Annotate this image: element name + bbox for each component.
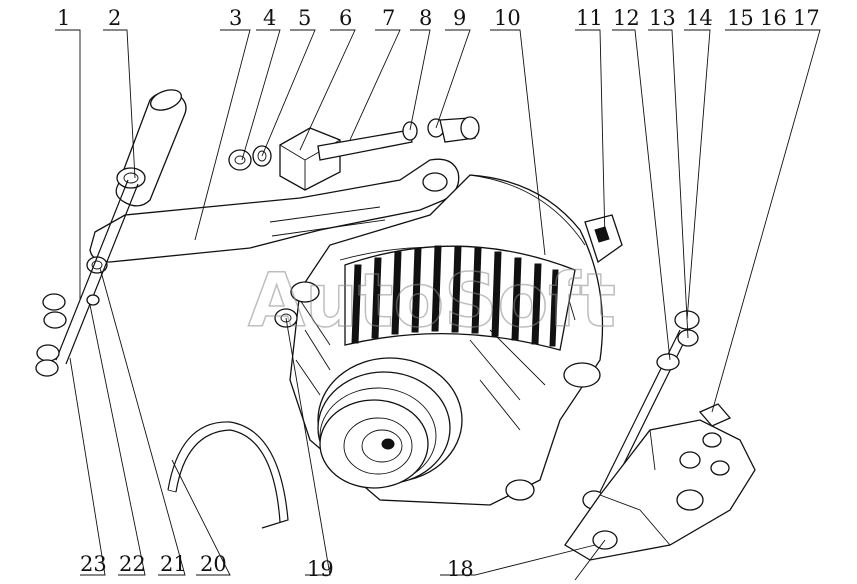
watermark-text: AutoSoft bbox=[248, 258, 616, 344]
callout-6: 6 bbox=[339, 6, 352, 30]
callout-12: 12 bbox=[613, 6, 640, 30]
pulley bbox=[317, 357, 463, 489]
callout-10: 10 bbox=[494, 6, 521, 30]
callout-9: 9 bbox=[453, 6, 466, 30]
callout-19: 19 bbox=[307, 557, 334, 581]
callout-11: 11 bbox=[576, 6, 603, 30]
drive-belt bbox=[167, 421, 289, 529]
callout-14: 14 bbox=[686, 6, 713, 30]
leader-lines bbox=[55, 29, 821, 581]
callouts-top: 1 2 3 4 5 6 7 8 9 10 11 12 13 14 15 16 1… bbox=[57, 6, 820, 30]
callout-1: 1 bbox=[57, 6, 70, 30]
callout-5: 5 bbox=[298, 6, 311, 30]
callout-15: 15 bbox=[727, 6, 754, 30]
callout-13: 13 bbox=[649, 6, 676, 30]
callout-2: 2 bbox=[108, 6, 121, 30]
callout-23: 23 bbox=[80, 552, 107, 576]
hardware-row-top bbox=[228, 116, 480, 191]
callout-16: 16 bbox=[760, 6, 787, 30]
callout-20: 20 bbox=[200, 552, 227, 576]
stator-stripes bbox=[351, 245, 559, 347]
mounting-tube bbox=[115, 89, 187, 207]
callouts-bottom: 23 22 21 20 19 18 bbox=[80, 552, 474, 581]
callout-18: 18 bbox=[447, 557, 474, 581]
callout-3: 3 bbox=[229, 6, 242, 30]
callout-17: 17 bbox=[793, 6, 820, 30]
callout-8: 8 bbox=[419, 6, 432, 30]
callout-4: 4 bbox=[263, 6, 276, 30]
long-stud-bolt bbox=[35, 179, 139, 377]
callout-7: 7 bbox=[382, 6, 395, 30]
callout-22: 22 bbox=[119, 552, 146, 576]
mounting-bracket bbox=[564, 403, 756, 561]
callout-21: 21 bbox=[160, 552, 187, 576]
